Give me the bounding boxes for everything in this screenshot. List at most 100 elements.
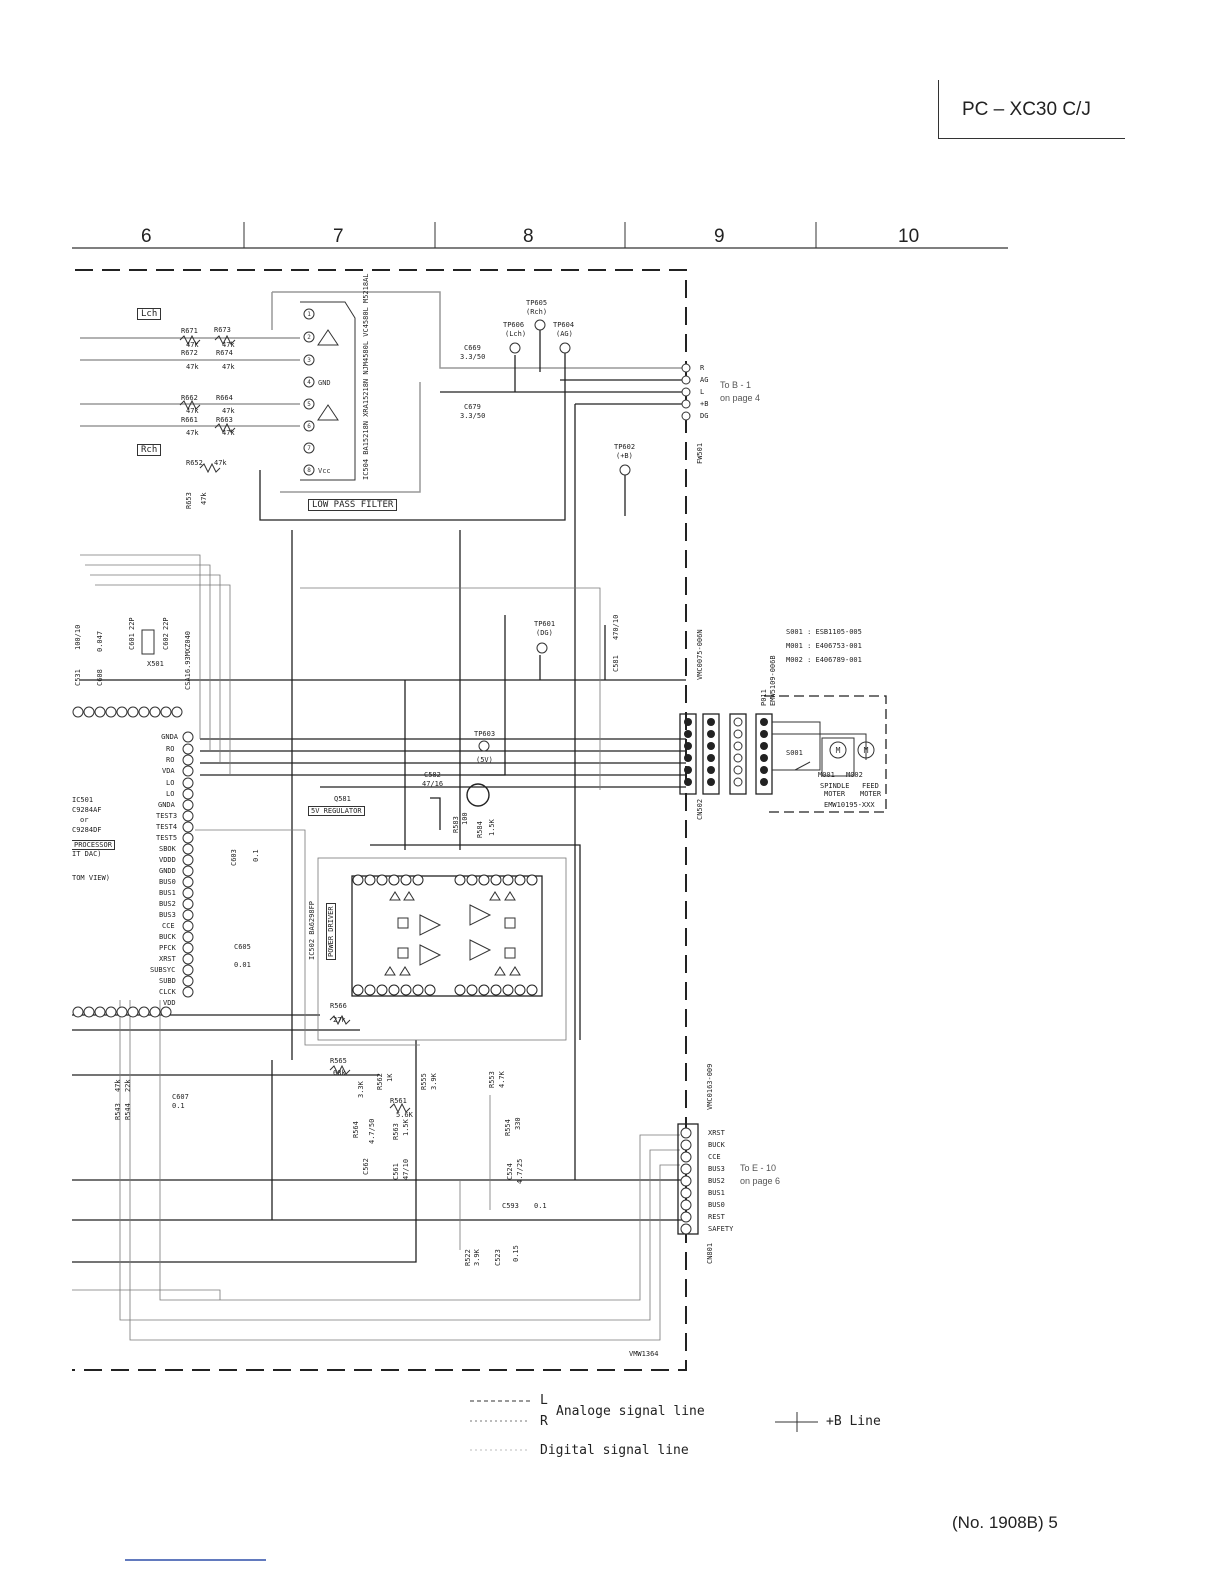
- tp603-label: TP603: [474, 730, 496, 738]
- c608-val: 0.047: [96, 630, 104, 652]
- cn801-pin-rest: REST: [708, 1213, 725, 1221]
- r544-val: 22k: [124, 1079, 132, 1092]
- mod2-label: M002: [846, 771, 863, 779]
- switch-label: S001: [786, 749, 803, 757]
- ic501-label: IC501: [72, 796, 94, 804]
- emw2-label: EMW10195-XXX: [824, 801, 875, 809]
- r555-val: 3.9K: [430, 1073, 438, 1090]
- r522-val: 3.9K: [473, 1249, 481, 1266]
- svg-text:4: 4: [307, 379, 311, 386]
- ic501-or: or: [80, 816, 89, 824]
- model-title: PC – XC30 C/J: [962, 99, 1091, 120]
- r583-ref: R583: [452, 816, 460, 833]
- svg-text:M: M: [836, 746, 841, 755]
- c605-ref: C605: [234, 943, 251, 951]
- legend-b-text: +B Line: [826, 1414, 881, 1429]
- r563-ref: R563: [392, 1123, 400, 1140]
- cn801-pin-bus3: BUS3: [708, 1165, 725, 1173]
- ic501-pin-bus2: BUS2: [159, 900, 176, 908]
- c679-ref: C679: [464, 403, 481, 411]
- r564-val: 3.3K: [357, 1081, 365, 1098]
- fw501-pin-ag: AG: [700, 376, 709, 384]
- c531-val: 100/10: [74, 624, 82, 650]
- column-10: 10: [898, 226, 920, 247]
- ic501-pin-test5: TEST5: [156, 834, 178, 842]
- svg-text:3: 3: [307, 357, 311, 364]
- c562-val: 4.7/50: [368, 1118, 376, 1144]
- ic501-pin-bus0: BUS0: [159, 878, 176, 886]
- r561-ref: R561: [390, 1097, 407, 1105]
- c607-val: 0.1: [172, 1102, 185, 1110]
- ic501-pin-bus3: BUS3: [159, 911, 176, 919]
- c581-ref: C581: [612, 655, 620, 672]
- r663-ref: R663: [216, 416, 233, 424]
- r554-ref: R554: [504, 1119, 512, 1136]
- r562-ref: R562: [376, 1073, 384, 1090]
- c593-ref: C593: [502, 1202, 519, 1210]
- r555-ref: R555: [420, 1073, 428, 1090]
- r562-val: 1K: [386, 1073, 394, 1082]
- bottom-view-label: TOM VIEW): [72, 874, 110, 882]
- c561-val: 47/10: [402, 1158, 410, 1180]
- ic502-label: IC502 BA6298FP: [308, 900, 316, 960]
- c523-ref: C523: [494, 1249, 502, 1266]
- fw501-pin-dg: DG: [700, 412, 709, 420]
- ic501-pin-clck: CLCK: [159, 988, 176, 996]
- c603-ref: C603: [230, 849, 238, 866]
- vmw-label: VMW1364: [629, 1350, 659, 1358]
- ic501-pin-ro2: RO: [166, 756, 175, 764]
- svg-text:Vcc: Vcc: [318, 467, 331, 475]
- x501-part: CSA16.93MXZ040: [184, 630, 192, 690]
- r565-ref: R565: [330, 1057, 347, 1065]
- dac-label: IT DAC): [72, 850, 102, 858]
- r662-ref: R662: [181, 394, 198, 402]
- q581-label: Q581: [334, 795, 351, 803]
- ic501-pin-xrst: XRST: [159, 955, 176, 963]
- power-driver-label: POWER DRIVER: [326, 903, 336, 960]
- processor-label: PROCESSOR: [72, 840, 115, 850]
- r584-val: 1.5K: [488, 819, 496, 836]
- c593-val: 0.1: [534, 1202, 547, 1210]
- r543-val: 47k: [114, 1079, 122, 1092]
- column-6: 6: [141, 226, 152, 247]
- svg-text:1: 1: [307, 311, 311, 318]
- cn801-pin-buck: BUCK: [708, 1141, 725, 1149]
- ic501-pin-buck: BUCK: [159, 933, 176, 941]
- c582-val: 47/16: [422, 780, 444, 788]
- cn801-pin-cce: CCE: [708, 1153, 721, 1161]
- svg-text:GND: GND: [318, 379, 331, 387]
- m001-spec: M001 : E406753-001: [786, 642, 862, 650]
- cn801-pin-bus0: BUS0: [708, 1201, 725, 1209]
- r652-ref: R652: [186, 459, 203, 467]
- r566-ref: R566: [330, 1002, 347, 1010]
- r553-ref: R553: [488, 1071, 496, 1088]
- r583-val: 100: [461, 812, 469, 825]
- r563-val: 1.5K: [402, 1119, 410, 1136]
- tp604-sub: (AG): [556, 330, 573, 338]
- lch-label: Lch: [137, 308, 162, 320]
- r663-val: 47k: [222, 429, 235, 437]
- ic501-pin-subsyc: SUBSYC: [150, 966, 176, 974]
- to-b1-page: on page 4: [720, 393, 761, 403]
- r565-val: 68k: [333, 1069, 346, 1077]
- fw501-pin-l: L: [700, 388, 705, 396]
- r664-ref: R664: [216, 394, 233, 402]
- model-box: [938, 80, 1125, 139]
- r584-ref: R584: [476, 821, 484, 838]
- ic501-part-alt: C9284DF: [72, 826, 102, 834]
- svg-text:6: 6: [307, 423, 311, 430]
- ic501-pin-ro1: RO: [166, 745, 175, 753]
- ic501-pin-lo2: LO: [166, 790, 175, 798]
- c562-ref: C562: [362, 1158, 370, 1175]
- column-9: 9: [714, 226, 725, 247]
- tp605-label: TP605: [526, 299, 548, 307]
- spindle-label: SPINDLE: [820, 782, 850, 790]
- c582-ref: C582: [424, 771, 441, 779]
- ic501-pin-gnda2: GNDA: [158, 801, 175, 809]
- r652-val: 47k: [214, 459, 227, 467]
- fw501-pin-r: R: [700, 364, 705, 372]
- ic501-pin-gnda: GNDA: [161, 733, 178, 741]
- vmc2-label: VMC0163-009: [706, 1063, 714, 1110]
- r522-ref: R522: [464, 1249, 472, 1266]
